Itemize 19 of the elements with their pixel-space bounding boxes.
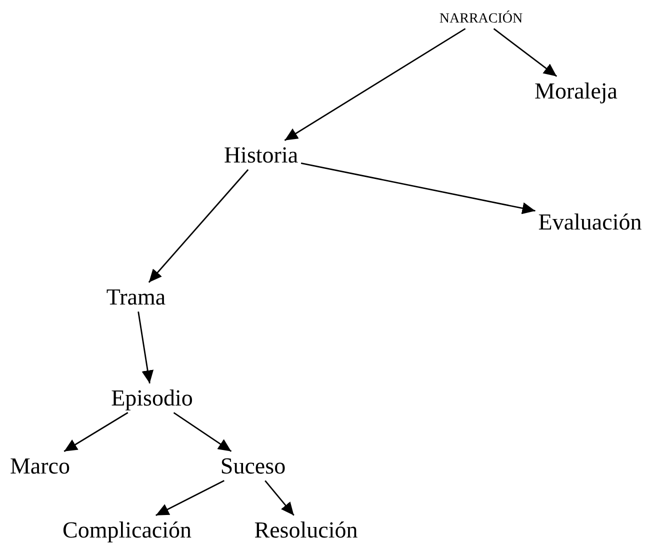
node-label: Suceso <box>217 451 289 481</box>
arrow <box>148 169 249 283</box>
node-label: Episodio <box>108 383 196 413</box>
node-label: Historia <box>220 140 302 170</box>
arrow <box>138 312 154 384</box>
arrow <box>284 28 466 141</box>
node-label: Evaluación <box>535 207 645 237</box>
node-label: Resolución <box>251 515 361 545</box>
node-label: Complicación <box>59 515 195 545</box>
node-label: NARRACIÓN <box>436 9 526 29</box>
arrow <box>173 412 232 452</box>
arrow <box>493 28 558 77</box>
arrow <box>264 480 294 516</box>
arrow <box>64 412 128 452</box>
arrow <box>300 162 536 214</box>
node-label: Marco <box>6 451 74 481</box>
node-label: Moraleja <box>532 76 620 106</box>
arrow <box>156 480 224 516</box>
node-label: Trama <box>103 282 169 312</box>
